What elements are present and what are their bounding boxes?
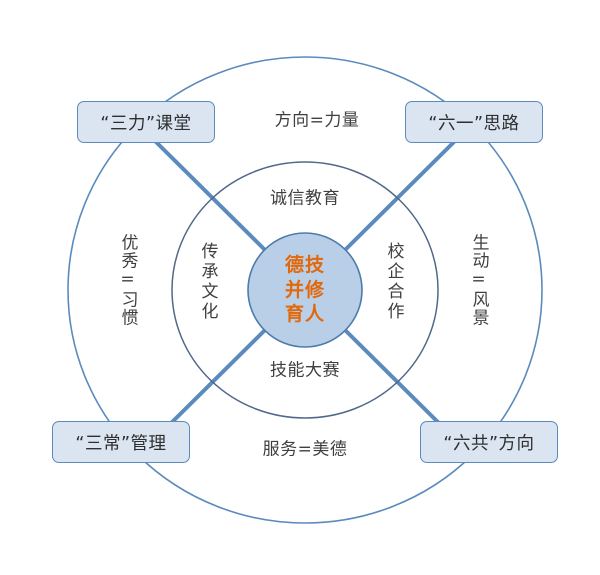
inner-ring-label-bottom: 技能大赛 — [270, 360, 340, 381]
inner-ring-label-right: 校企合作 — [383, 242, 404, 322]
corner-box-bottom-left[interactable]: “三常”管理 — [52, 421, 190, 463]
outer-ring — [67, 56, 543, 524]
core-title-line-3: 育人 — [284, 303, 326, 326]
inner-ring-label-left: 传承文化 — [197, 242, 218, 322]
inner-ring — [171, 161, 439, 419]
outer-ring-label-bottom: 服务=美德 — [262, 439, 348, 460]
core-title-line-2: 并修 — [284, 278, 326, 301]
core-title: 德技 并修 育人 — [285, 253, 325, 327]
connector-line-top-left — [148, 134, 267, 252]
corner-box-bottom-right[interactable]: “六共”方向 — [420, 421, 558, 463]
connector-line-top-right — [343, 134, 462, 252]
corner-box-top-right[interactable]: “六一”思路 — [405, 101, 543, 143]
core-title-line-1: 德技 — [284, 253, 326, 276]
corner-box-top-left[interactable]: “三力”课堂 — [77, 101, 215, 143]
outer-ring-label-left: 优秀=习惯 — [117, 233, 138, 327]
core-circle — [247, 232, 363, 348]
inner-ring-label-top: 诚信教育 — [270, 188, 340, 209]
outer-ring-label-top: 方向=力量 — [274, 110, 360, 131]
outer-ring-label-right: 生动=风景 — [468, 233, 489, 327]
